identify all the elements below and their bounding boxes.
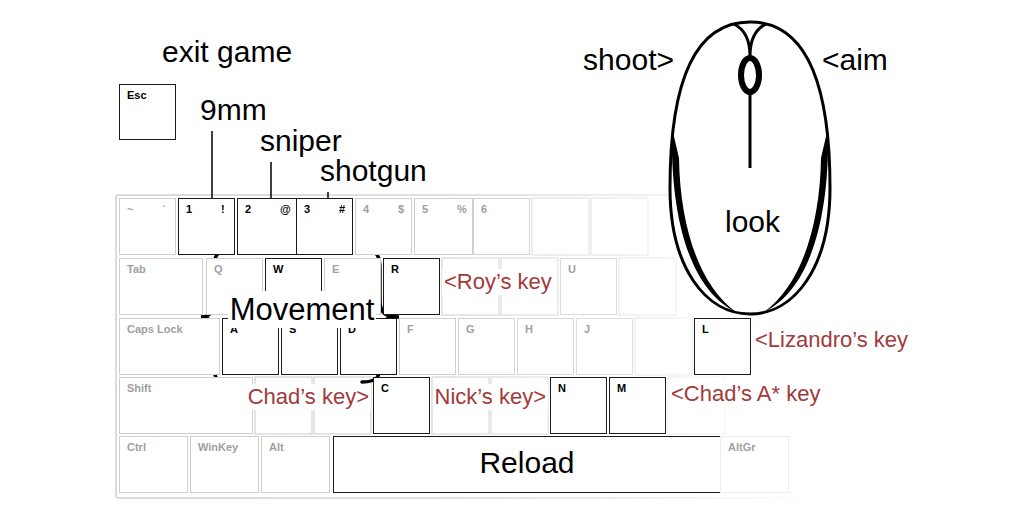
key-legend: Esc <box>126 89 148 102</box>
grey-key: 5% <box>414 198 473 255</box>
blank-key <box>532 198 589 255</box>
key-legend: G <box>465 323 476 336</box>
grey-key: J <box>576 318 633 375</box>
key-legend: Caps Lock <box>126 323 184 336</box>
key-legend: Q <box>213 263 224 276</box>
owner-label: <Chad’s A* key <box>669 381 822 407</box>
space-bar: Reload <box>333 436 721 493</box>
action-label: Movement <box>228 291 377 328</box>
key-legend: # <box>338 203 346 216</box>
key-legend: H <box>524 323 534 336</box>
key-cap: L <box>694 318 751 375</box>
key-legend: ` <box>161 203 167 216</box>
key-legend: L <box>701 323 710 336</box>
key-legend: W <box>272 263 284 276</box>
action-label: sniper <box>260 123 342 159</box>
grey-key: ~` <box>119 198 176 255</box>
owner-label: <Roy’s key <box>442 269 554 295</box>
key-legend: 2 <box>244 203 252 216</box>
grey-key: Ctrl <box>119 436 188 493</box>
owner-label: <Lizandro’s key <box>753 327 910 353</box>
key-legend: N <box>557 382 567 395</box>
key-legend: ~ <box>126 203 134 216</box>
key-legend: Alt <box>268 441 285 454</box>
blank-key <box>635 318 692 375</box>
grey-key: AltGr <box>720 436 789 493</box>
grey-key: 6 <box>473 198 530 255</box>
action-label: shotgun <box>320 153 427 189</box>
grey-key: F <box>399 318 456 375</box>
button-split <box>749 94 752 168</box>
key-cap: M <box>609 377 666 434</box>
key-cap: Esc <box>119 84 176 140</box>
key-legend: 1 <box>185 203 193 216</box>
action-label: shoot> <box>583 42 674 78</box>
key-legend: 5 <box>421 203 429 216</box>
grey-key: Tab <box>119 258 203 315</box>
mouse-shell <box>670 22 830 314</box>
mouse-body: look <box>666 18 839 318</box>
key-legend: M <box>616 382 627 395</box>
key-legend: ! <box>220 203 226 216</box>
key-cap: N <box>550 377 607 434</box>
grey-key: G <box>458 318 515 375</box>
key-legend: % <box>456 203 468 216</box>
blank-key <box>619 258 676 315</box>
key-legend: $ <box>397 203 405 216</box>
key-legend: Ctrl <box>126 441 147 454</box>
key-cap: 1! <box>178 198 235 255</box>
action-label: look <box>666 204 839 240</box>
key-legend: 3 <box>303 203 311 216</box>
mouse-outline <box>666 18 834 318</box>
owner-label: Chad’s key> <box>246 384 371 410</box>
key-legend: E <box>331 263 340 276</box>
key-legend: 6 <box>480 203 488 216</box>
key-legend: AltGr <box>727 441 757 454</box>
key-legend: J <box>583 323 591 336</box>
action-label: exit game <box>162 34 292 70</box>
key-legend: R <box>390 263 400 276</box>
owner-label: Nick’s key> <box>433 384 548 410</box>
key-legend: WinKey <box>197 441 239 454</box>
key-legend: Tab <box>126 263 147 276</box>
grey-key: Shift <box>119 377 253 434</box>
grey-key: H <box>517 318 574 375</box>
key-cap: 3# <box>296 198 353 255</box>
grey-key: Caps Lock <box>119 318 220 375</box>
key-legend: U <box>567 263 577 276</box>
key-legend: 4 <box>362 203 370 216</box>
key-legend: F <box>406 323 415 336</box>
blank-key <box>591 198 648 255</box>
grey-key: Alt <box>261 436 330 493</box>
grey-key: U <box>560 258 617 315</box>
key-legend: @ <box>279 203 292 216</box>
keyboard-frame <box>116 195 1006 498</box>
grey-key: 4$ <box>355 198 412 255</box>
action-label: Reload <box>334 445 720 481</box>
key-legend: Shift <box>126 382 152 395</box>
key-cap: C <box>373 377 430 434</box>
key-cap: R <box>383 258 440 315</box>
scroll-wheel <box>741 58 759 92</box>
action-label: 9mm <box>200 92 267 128</box>
key-cap: 2@ <box>237 198 297 255</box>
button-split <box>734 24 766 56</box>
key-legend: C <box>380 382 390 395</box>
grey-key: WinKey <box>190 436 259 493</box>
action-label: <aim <box>822 42 888 78</box>
